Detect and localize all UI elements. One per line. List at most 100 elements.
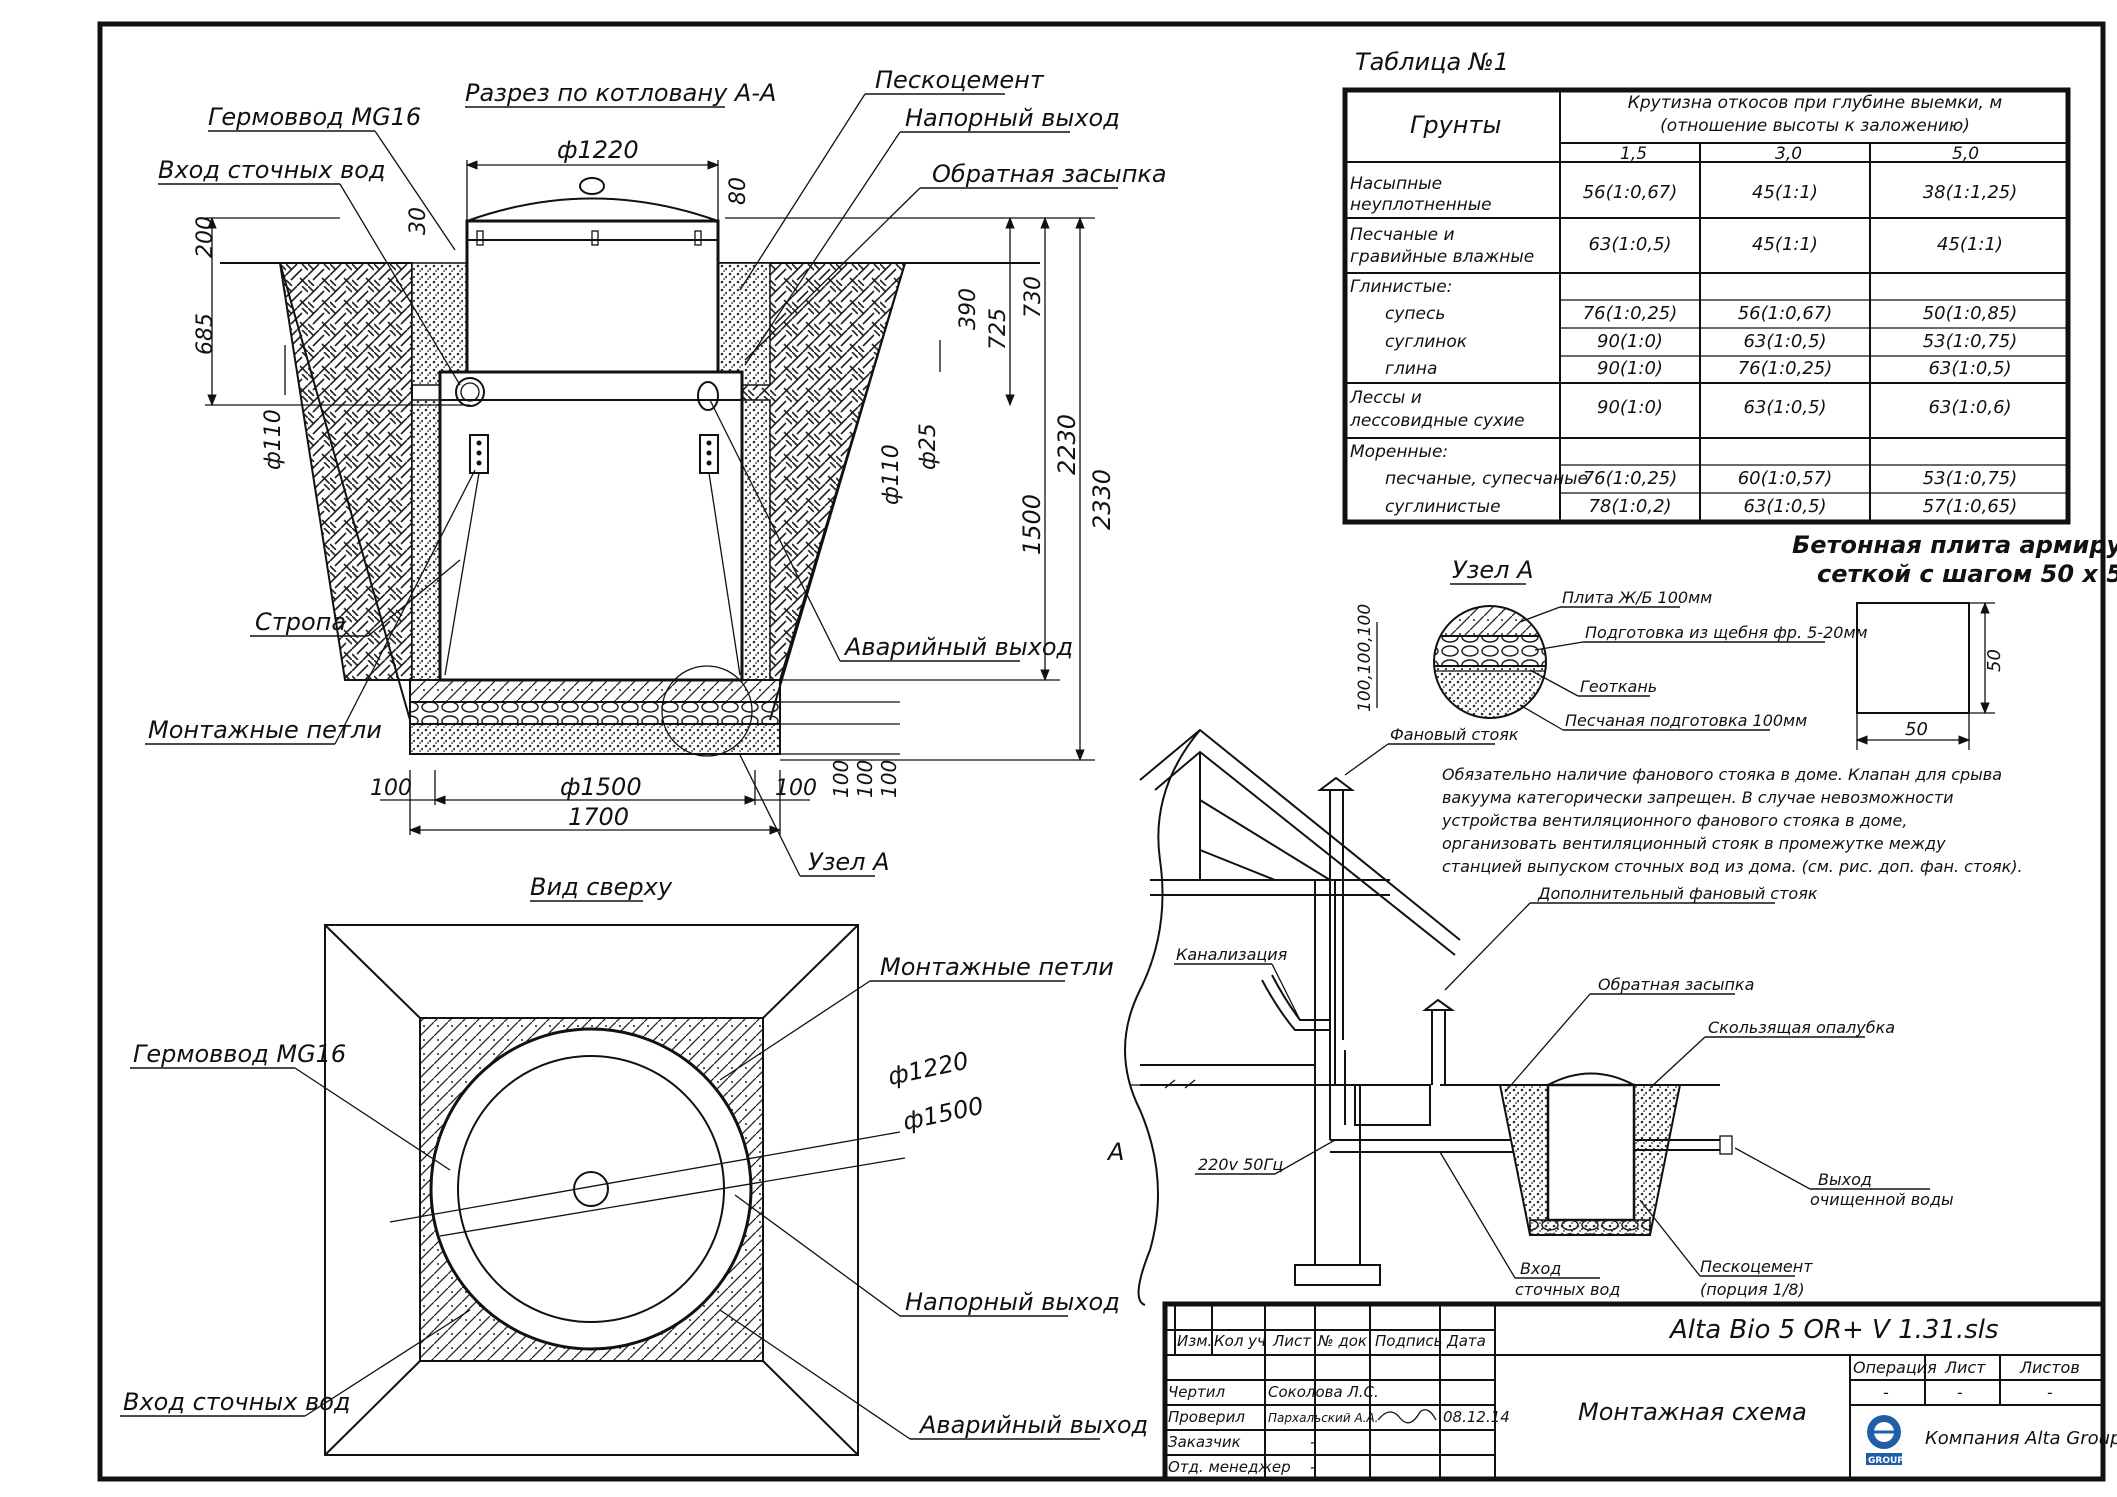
table-cell: 63(1:0,5) <box>1743 496 1826 517</box>
top-label-d1500: ф1500 <box>900 1092 986 1136</box>
tb-name-4: - <box>1310 1458 1315 1476</box>
table-row-name: гравийные влажные <box>1350 247 1534 267</box>
table-cell: 56(1:0,67) <box>1738 303 1833 324</box>
dim-bottom-d1500: ф1500 <box>560 773 642 801</box>
table-cell: 63(1:0,5) <box>1743 397 1826 418</box>
title-block: Alta Bio 5 OR+ V 1.31.sls Изм. Кол уч Ли… <box>1162 1301 2117 1482</box>
company-logo: GROUP <box>1866 1415 1904 1466</box>
table-cell: 45(1:1) <box>1752 182 1818 203</box>
slab-dim-v: 50 <box>1984 649 2005 672</box>
dim-d1220: ф1220 <box>557 136 639 164</box>
note-line-5: станцией выпуском сточных вод из дома. (… <box>1442 857 2023 876</box>
table-row-name: Насыпные <box>1350 174 1442 194</box>
backfill-right-lower <box>741 399 771 681</box>
tb-col-5: Подпись <box>1375 1332 1442 1350</box>
tb-col-2: Кол уч <box>1214 1332 1266 1350</box>
dim-730: 730 <box>1021 276 1046 318</box>
label-pressure-out: Напорный выход <box>905 104 1120 132</box>
house-scheme: А <box>1106 725 2023 1306</box>
label-clean-out-1: Выход <box>1818 1170 1872 1189</box>
backfill-right-upper <box>717 262 771 386</box>
soil-table: Таблица №1 Грунты Крутизна откосов при г… <box>1342 48 2071 525</box>
table-row-name: неуплотненные <box>1350 195 1492 215</box>
dim-2230: 2230 <box>1053 414 1081 475</box>
tb-sheet-h1: Операция <box>1853 1358 1937 1377</box>
table-row-name: песчаные, супесчаные <box>1385 469 1588 489</box>
table-row-name: глина <box>1385 359 1437 379</box>
slab-detail: Бетонная плита армируется сеткой с шагом… <box>1792 531 2117 750</box>
dim-d110-right: ф110 <box>879 444 904 505</box>
label-power: 220v 50Гц <box>1198 1155 1283 1174</box>
dim-1500: 1500 <box>1018 494 1046 555</box>
th-depth-3: 5,0 <box>1952 144 1979 164</box>
tb-sheet-v1: - <box>1883 1383 1889 1402</box>
label-sliding-formwork: Скользящая опалубка <box>1708 1018 1895 1037</box>
th-slope: Крутизна откосов при глубине выемки, м (… <box>1627 93 2003 136</box>
table-cell: 53(1:0,75) <box>1923 331 2018 352</box>
table-row-name: суглинистые <box>1385 497 1501 517</box>
dim-30: 30 <box>406 207 431 235</box>
dim-bottom-1700: 1700 <box>568 803 629 831</box>
label-house-sandcement-1: Пескоцемент <box>1700 1257 1813 1276</box>
tb-doc-title: Монтажная схема <box>1578 1398 1807 1426</box>
label-inlet: Вход сточных вод <box>158 156 386 184</box>
foundation <box>1314 1084 1361 1266</box>
drawing-frame <box>97 21 2106 1482</box>
section-title: Разрез по котловану А-А <box>465 79 776 107</box>
dim-2330: 2330 <box>1088 469 1116 530</box>
label-sling: Стропа <box>255 608 346 636</box>
table-row-name: Моренные: <box>1350 442 1448 462</box>
table-row-name: Песчаные и <box>1350 225 1455 245</box>
dim-725: 725 <box>986 308 1011 350</box>
th-depth-1: 1,5 <box>1620 144 1647 164</box>
table-cell: 45(1:1) <box>1752 234 1818 255</box>
table-cell: 90(1:0) <box>1597 397 1663 418</box>
inlet-pipe <box>455 377 485 407</box>
label-hermo: Гермоввод MG16 <box>208 103 421 131</box>
tb-role-4: Отд. менеджер <box>1168 1458 1291 1476</box>
dim-d110-left: ф110 <box>261 409 286 470</box>
tb-col-3: Лист <box>1272 1332 1312 1350</box>
dim-d25: ф25 <box>916 423 941 470</box>
label-sewer: Канализация <box>1176 945 1288 964</box>
top-label-loops: Монтажные петли <box>880 953 1114 981</box>
slab-cell <box>1856 602 1970 714</box>
table-cell: 63(1:0,5) <box>1743 331 1826 352</box>
table-cell: 90(1:0) <box>1597 358 1663 379</box>
tb-role-1: Чертил <box>1168 1383 1226 1401</box>
tb-col-1: Изм. <box>1177 1332 1212 1350</box>
tb-role-2: Проверил <box>1168 1408 1245 1426</box>
table-cell: 90(1:0) <box>1597 331 1663 352</box>
tb-sheet-v3: - <box>2047 1383 2053 1402</box>
table-row-name: лессовидные сухие <box>1349 411 1525 431</box>
label-vent-riser: Фановый стояк <box>1390 725 1519 744</box>
house-station <box>1546 1083 1636 1222</box>
tb-name-1: Соколова Л.С. <box>1268 1383 1379 1401</box>
slab-dim-h: 50 <box>1905 719 1928 740</box>
dim-bottom-100-left: 100 <box>370 776 412 801</box>
tb-sheet-v2: - <box>1957 1383 1963 1402</box>
tb-file: Alta Bio 5 OR+ V 1.31.sls <box>1668 1315 1999 1345</box>
th-depth-2: 3,0 <box>1775 144 1802 164</box>
node-a-circle <box>1433 605 1547 719</box>
dim-bottom-100-right: 100 <box>775 776 817 801</box>
station-body <box>438 370 744 682</box>
table-row-name: Глинистые: <box>1350 277 1452 297</box>
node-a-detail: Узел А 100,100,100 Плита Ж/Б 100мм Подго… <box>1355 556 1868 731</box>
dim-100b: 100 <box>853 760 877 798</box>
marker-a: А <box>1106 1138 1124 1166</box>
node-layer-1: Плита Ж/Б 100мм <box>1562 588 1712 607</box>
dim-200: 200 <box>193 216 218 258</box>
logo-text: GROUP <box>1868 1456 1904 1466</box>
dim-100c: 100 <box>877 760 901 798</box>
dim-80: 80 <box>726 177 751 205</box>
label-node-a: Узел А <box>808 848 890 876</box>
note-line-4: организовать вентиляционный стояк в пром… <box>1442 834 1946 853</box>
tb-sheet-h2: Лист <box>1944 1358 1986 1377</box>
note-line-2: вакуума категорически запрещен. В случае… <box>1442 788 1954 807</box>
table-cell: 53(1:0,75) <box>1923 468 2018 489</box>
backfill-left-lower <box>411 399 441 681</box>
top-view-title: Вид сверху <box>530 873 673 901</box>
table-cell: 76(1:0,25) <box>1583 303 1678 324</box>
table-cell: 78(1:0,2) <box>1588 496 1671 517</box>
